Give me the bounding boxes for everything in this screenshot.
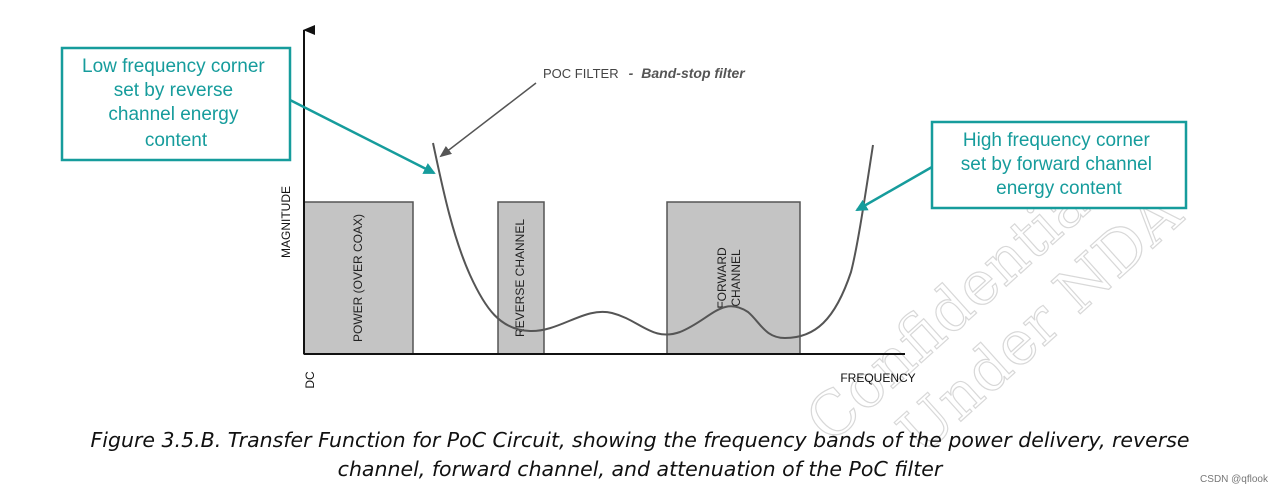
high-callout-line-2: set by forward channel xyxy=(961,154,1152,175)
forward-band-label-2: CHANNEL xyxy=(729,249,743,307)
y-axis-label: MAGNITUDE xyxy=(279,186,293,258)
origin-label: DC xyxy=(303,371,317,389)
high-callout-line-3: energy content xyxy=(996,178,1122,199)
poc-filter-type: Band-stop filter xyxy=(641,65,746,81)
low-frequency-callout-box xyxy=(60,46,292,162)
poc-filter-curve xyxy=(432,142,874,340)
poc-filter-label: POC FILTER - Band-stop filter xyxy=(543,65,746,82)
csdn-credit: CSDN @qflook xyxy=(1200,474,1268,485)
low-callout-line-1: Low frequency corner xyxy=(82,56,265,77)
poc-filter-pointer xyxy=(439,82,537,158)
poc-filter-name: POC FILTER xyxy=(543,66,619,81)
high-callout-line-1: High frequency corner xyxy=(963,130,1151,151)
low-callout-line-4: content xyxy=(145,130,208,151)
high-frequency-callout-arrow xyxy=(855,165,933,212)
reverse-channel-band xyxy=(497,201,545,355)
low-frequency-callout-arrow xyxy=(289,98,436,175)
figure-caption-line-1: Figure 3.5.B. Transfer Function for PoC … xyxy=(90,428,1190,452)
low-frequency-callout-text: Low frequency corner set by reverse chan… xyxy=(82,56,270,151)
x-axis-label: FREQUENCY xyxy=(840,371,915,385)
figure-caption-line-2: channel, forward channel, and attenuatio… xyxy=(337,457,943,481)
high-frequency-callout-text: High frequency corner set by forward cha… xyxy=(961,130,1157,199)
low-callout-line-3: channel energy xyxy=(108,104,238,125)
poc-filter-dash: - xyxy=(629,65,634,81)
forward-band-label-1: FORWARD xyxy=(715,247,729,309)
power-band-label: POWER (OVER COAX) xyxy=(351,214,365,342)
low-callout-line-2: set by reverse xyxy=(114,80,233,101)
high-frequency-callout-box xyxy=(930,120,1188,210)
reverse-band-label: REVERSE CHANNEL xyxy=(513,219,527,337)
